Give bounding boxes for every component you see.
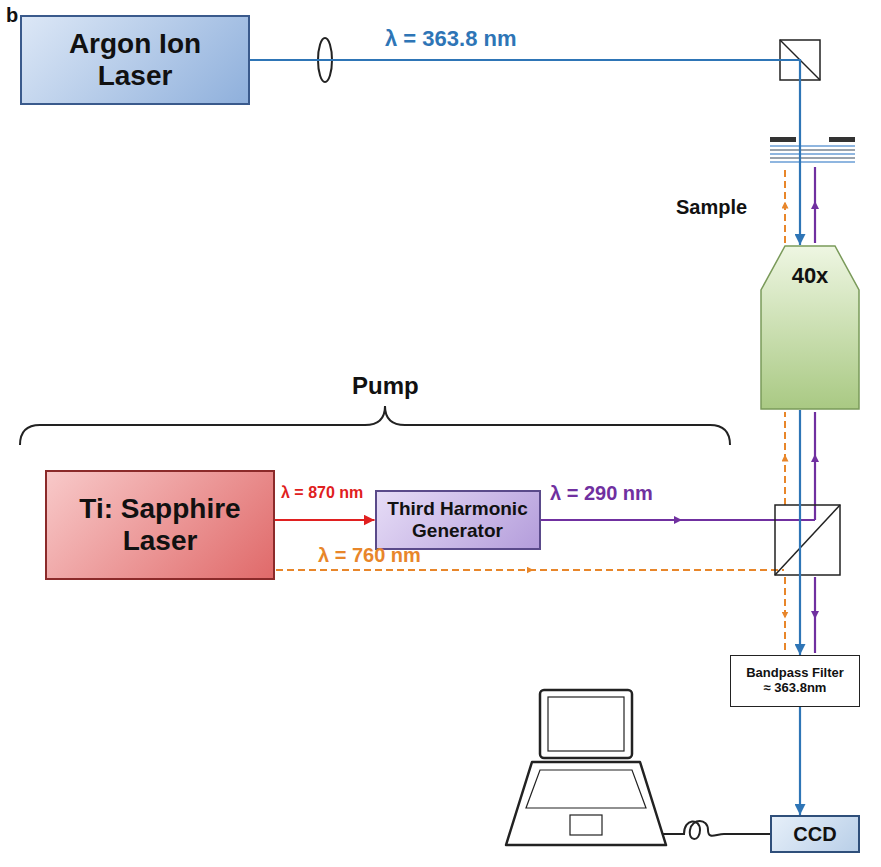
process-box: Third Harmonic Generator <box>375 490 541 550</box>
wavelength-label: λ = 760 nm <box>318 544 421 567</box>
sample-layer <box>770 149 855 151</box>
node-text: Third Harmonic Generator <box>383 498 533 542</box>
pump-beam-760 <box>276 167 785 653</box>
objective-body <box>761 246 859 409</box>
panel-letter: b <box>6 4 18 27</box>
laptop-screen <box>540 690 632 758</box>
laser-box: Ti: Sapphire Laser <box>45 470 275 580</box>
sample-layer <box>770 145 855 147</box>
beamsplitter-diagonal <box>775 505 840 575</box>
sample-layer <box>770 157 855 159</box>
pump-brace <box>20 406 730 445</box>
beam <box>814 577 816 653</box>
node-text: Bandpass Filter ≈ 363.8nm <box>743 666 847 696</box>
laptop-touchpad <box>570 815 602 835</box>
sample-layer <box>770 161 855 163</box>
beam-connector <box>799 410 801 655</box>
laptop-keyboard <box>526 770 646 808</box>
laser-box: Argon Ion Laser <box>20 15 250 105</box>
laptop-display <box>548 697 624 751</box>
node-text: 40x <box>792 263 829 288</box>
wavelength-label: λ = 290 nm <box>550 482 653 505</box>
group-label: Pump <box>352 372 419 400</box>
laptop <box>506 690 666 845</box>
beam-connector <box>275 519 375 521</box>
beam-connector <box>799 707 801 815</box>
part-label: Sample <box>676 196 747 219</box>
beam <box>784 577 786 653</box>
beam <box>541 519 815 521</box>
beamsplitter <box>775 505 840 575</box>
beam <box>784 412 786 505</box>
wavelength-label: λ = 363.8 nm <box>385 26 516 52</box>
node-text: Argon Ion Laser <box>53 28 218 92</box>
laptop-base <box>506 762 666 845</box>
node-text: CCD <box>793 823 836 846</box>
pump-beam-290 <box>541 167 815 653</box>
wavelength-label: λ = 870 nm <box>281 484 363 502</box>
filter-box: Bandpass Filter ≈ 363.8nm <box>730 655 860 707</box>
sample <box>770 137 855 162</box>
node-text: Ti: Sapphire Laser <box>63 493 258 557</box>
objective-lens: 40x <box>760 245 860 410</box>
sample-mask <box>829 137 855 142</box>
beam <box>814 167 816 243</box>
sample-layer <box>770 153 855 155</box>
beam <box>276 569 784 571</box>
detector-box: CCD <box>770 815 860 853</box>
beam <box>814 412 816 520</box>
cable <box>662 821 770 839</box>
beam-connector <box>250 60 800 245</box>
sample-mask <box>770 137 796 142</box>
beam <box>784 167 786 243</box>
